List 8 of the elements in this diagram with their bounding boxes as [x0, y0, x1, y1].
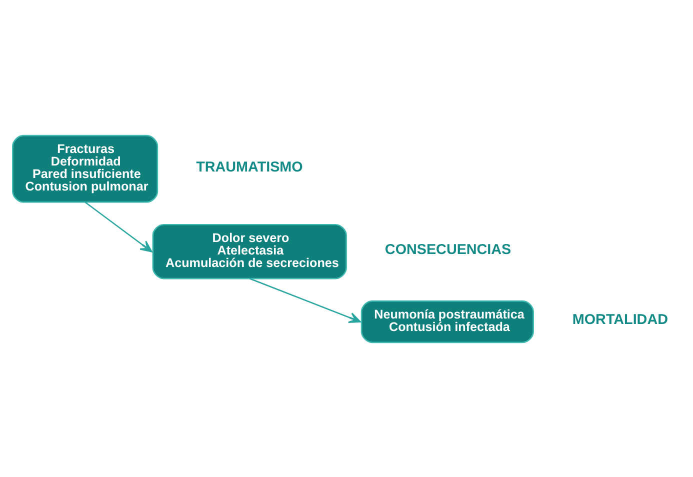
- node-box: Fracturas Deformidad Pared insuficiente Contusion pulmonar: [12, 134, 158, 202]
- node-label: TRAUMATISMO: [196, 158, 303, 175]
- arrow: [84, 201, 152, 252]
- node-box: Neumonía postraumática Contusión infectada: [360, 300, 534, 343]
- node-box: Dolor severo Atelectasia Acumulación de secreciones: [152, 223, 347, 279]
- node-label: MORTALIDAD: [572, 312, 668, 328]
- arrow: [249, 277, 361, 322]
- node-label: CONSECUENCIAS: [384, 242, 512, 258]
